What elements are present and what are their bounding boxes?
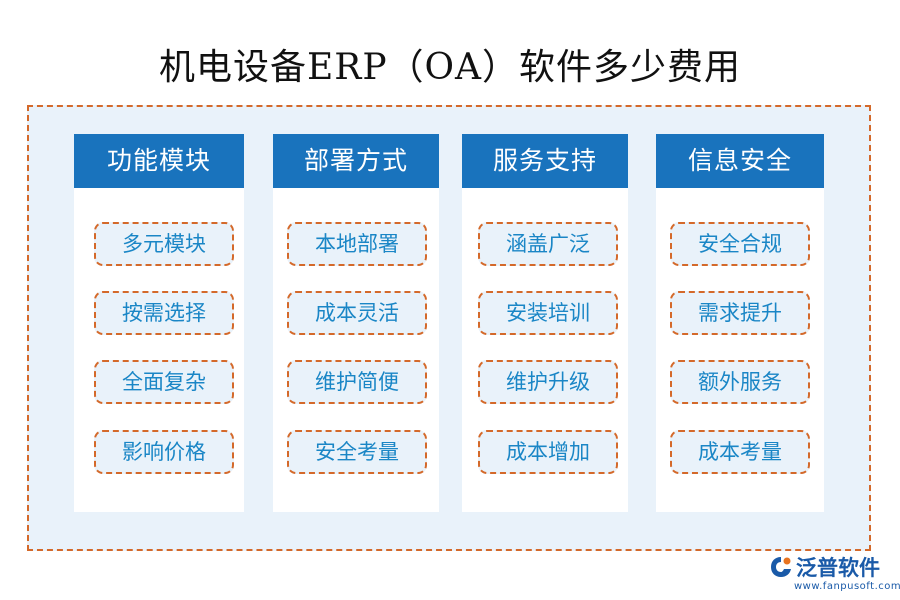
list-item: 维护升级 bbox=[478, 360, 618, 404]
list-item: 成本灵活 bbox=[287, 291, 427, 335]
list-item: 安全合规 bbox=[670, 222, 810, 266]
list-item: 维护简便 bbox=[287, 360, 427, 404]
list-item: 本地部署 bbox=[287, 222, 427, 266]
column-service-support: 服务支持 涵盖广泛 安装培训 维护升级 成本增加 bbox=[462, 134, 628, 512]
column-deployment: 部署方式 本地部署 成本灵活 维护简便 安全考量 bbox=[273, 134, 439, 512]
brand-logo: 泛普软件 www.fanpusoft.com bbox=[768, 551, 900, 596]
list-item: 额外服务 bbox=[670, 360, 810, 404]
list-item: 成本考量 bbox=[670, 430, 810, 474]
brand-url: www.fanpusoft.com bbox=[794, 581, 900, 592]
column-info-security: 信息安全 安全合规 需求提升 额外服务 成本考量 bbox=[656, 134, 824, 512]
page-title: 机电设备ERP（OA）软件多少费用 bbox=[158, 47, 742, 88]
list-item: 安装培训 bbox=[478, 291, 618, 335]
list-item: 成本增加 bbox=[478, 430, 618, 474]
list-item: 涵盖广泛 bbox=[478, 222, 618, 266]
list-item: 多元模块 bbox=[94, 222, 234, 266]
column-header: 服务支持 bbox=[462, 134, 628, 188]
column-header: 部署方式 bbox=[273, 134, 439, 188]
list-item: 影响价格 bbox=[94, 430, 234, 474]
list-item: 安全考量 bbox=[287, 430, 427, 474]
list-item: 全面复杂 bbox=[94, 360, 234, 404]
list-item: 需求提升 bbox=[670, 291, 810, 335]
list-item: 按需选择 bbox=[94, 291, 234, 335]
column-header: 信息安全 bbox=[656, 134, 824, 188]
brand-mark-icon bbox=[771, 557, 791, 577]
column-function-modules: 功能模块 多元模块 按需选择 全面复杂 影响价格 bbox=[74, 134, 244, 512]
brand-name: 泛普软件 bbox=[796, 556, 880, 580]
column-header: 功能模块 bbox=[74, 134, 244, 188]
